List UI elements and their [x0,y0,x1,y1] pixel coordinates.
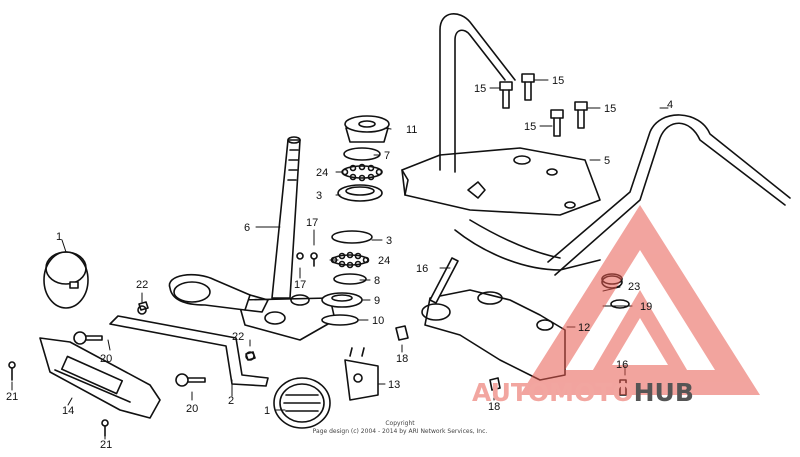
callout-19: 19 [640,301,652,313]
callout-13: 13 [388,379,400,391]
watermark-logo-graphic [520,205,760,395]
callout-15-a: 15 [474,83,486,95]
steering-stem-part [237,136,336,341]
callout-15-d: 15 [604,103,616,115]
callout-18-a: 18 [396,353,408,365]
bolt-20-a [73,331,103,345]
screw-17-a [310,252,318,267]
bracket-part [109,305,269,387]
watermark-brand-text: AUTOMOTOHUB [472,378,694,407]
screw-17-b [296,252,304,260]
callout-11: 11 [406,124,417,136]
callout-17-a: 17 [306,217,318,229]
brand-text-part1: AUTOMOTO [472,378,634,407]
callout-24-a: 24 [316,167,328,179]
callout-labels: 1 1 2 3 3 4 5 6 7 8 9 10 11 12 13 14 15 … [6,75,673,451]
callout-7: 7 [384,150,390,162]
callout-15-c: 15 [524,121,536,133]
callout-22-a: 22 [136,279,148,291]
screw-21-b [101,419,109,437]
screw-21-a [8,361,16,381]
bolt-16-part [429,257,459,304]
callout-3-b: 3 [386,235,392,247]
callout-1-b: 1 [264,405,270,417]
callout-1-a: 1 [56,231,62,243]
copyright-line2: Page design (c) 2004 - 2014 by ARI Netwo… [312,428,488,435]
callout-21-a: 21 [6,391,18,403]
callout-2: 2 [228,395,234,407]
bolt-20-b [175,373,206,387]
reflector-bottom-part [273,377,331,429]
bolt-15-a [499,81,513,109]
callout-14: 14 [62,405,74,417]
reflector-cap-top-part [43,251,89,309]
callout-16-b: 16 [616,359,628,371]
bolts-15-group [499,73,588,137]
washer-19 [610,299,630,309]
callout-15-b: 15 [552,75,564,87]
bolt-15-c [550,109,564,137]
callout-23: 23 [628,281,640,293]
bolt-15-d [574,101,588,129]
copyright-notice: Copyright Page design (c) 2004 - 2014 by… [300,420,500,436]
callout-16-a: 16 [416,263,428,275]
handlebar-holder-part [401,147,601,216]
number-plate-part [39,337,161,419]
callout-8: 8 [374,275,380,287]
switch-part [344,347,379,401]
washer-part [321,314,359,326]
brand-text-part2: HUB [633,378,694,407]
race-ring-part [333,273,367,285]
callout-10: 10 [372,315,384,327]
callout-24-b: 24 [378,255,390,267]
dust-seal-part [321,292,363,308]
steel-balls-upper-part [341,163,383,182]
callout-21-b: 21 [100,439,112,451]
copyright-line1: Copyright [385,420,415,427]
callout-12: 12 [578,322,590,334]
callout-4: 4 [667,99,673,111]
race-lower-part [331,230,373,244]
handlebar-4-part [547,114,791,276]
nut-18-b [489,377,501,391]
fork-clamp-left-part [168,273,269,313]
callout-20-a: 20 [100,353,112,365]
callout-5: 5 [604,155,610,167]
nut-22-a [138,301,149,311]
lock-washer-part [343,147,381,161]
callout-18-b: 18 [488,401,500,413]
steering-nut-part [344,115,390,143]
lower-holder-part [421,289,566,381]
nut-22-b [245,351,256,361]
race-upper-part [337,184,383,202]
callout-22-b: 22 [232,331,244,343]
callout-3-a: 3 [316,190,322,202]
callout-20-b: 20 [186,403,198,415]
handlebar-part [439,13,601,271]
bolt-15-b [521,73,535,101]
callout-17-b: 17 [294,279,306,291]
nut-18-a [395,325,409,341]
callout-9: 9 [374,295,380,307]
callout-6: 6 [244,222,250,234]
